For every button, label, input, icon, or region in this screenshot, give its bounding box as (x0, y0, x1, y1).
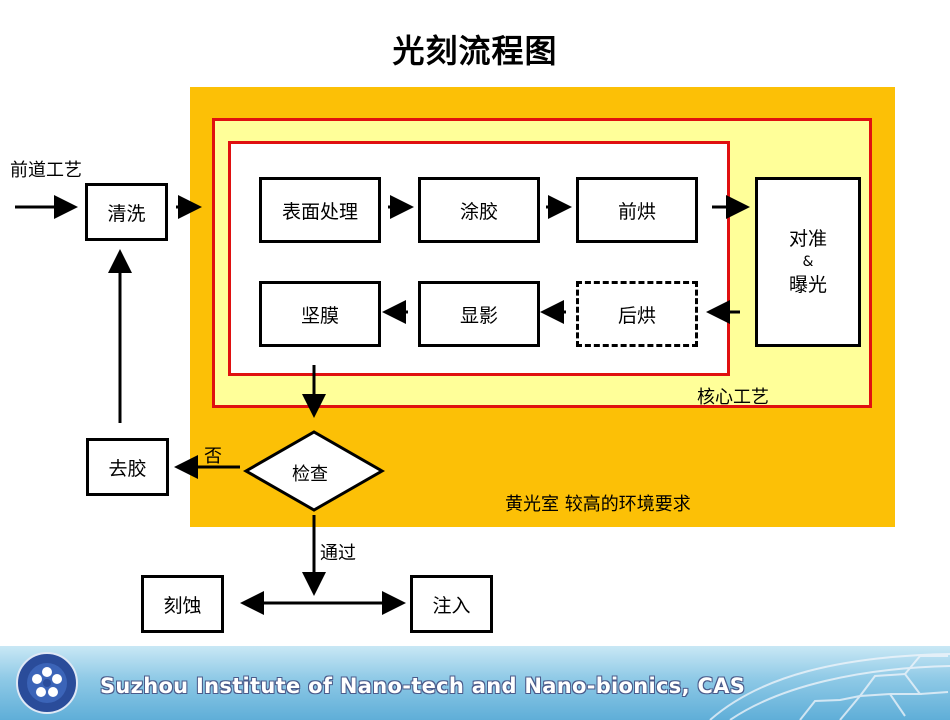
align-amp: & (802, 254, 814, 270)
hardbake-box: 坚膜 (259, 281, 381, 347)
institute-name: Suzhou Institute of Nano-tech and Nano-b… (100, 674, 746, 698)
nanotube-decoration-icon (709, 653, 950, 720)
fail-label: 否 (204, 446, 222, 467)
expose-label: 曝光 (788, 274, 827, 296)
institute-logo-icon (16, 652, 78, 714)
etch-box: 刻蚀 (141, 575, 224, 633)
footer-banner: Suzhou Institute of Nano-tech and Nano-b… (0, 646, 950, 720)
postbake-box: 后烘 (576, 281, 698, 347)
page-title: 光刻流程图 (392, 32, 558, 70)
develop-box: 显影 (418, 281, 540, 347)
inspect-diamond (242, 430, 386, 512)
implant-box: 注入 (410, 575, 493, 633)
strip-box: 去胶 (86, 438, 169, 496)
prebake-box: 前烘 (576, 177, 698, 243)
yellow-room-label: 黄光室 较高的环境要求 (505, 494, 691, 515)
coating-box: 涂胶 (418, 177, 540, 243)
core-process-label: 核心工艺 (697, 387, 769, 408)
align-expose-box: 对准 & 曝光 (755, 177, 861, 347)
surface-treatment-box: 表面处理 (259, 177, 381, 243)
prev-process-label: 前道工艺 (10, 160, 82, 181)
clean-box: 清洗 (85, 183, 168, 241)
inspect-label: 检查 (292, 464, 328, 485)
pass-label: 通过 (320, 543, 356, 564)
align-label: 对准 (788, 228, 827, 250)
